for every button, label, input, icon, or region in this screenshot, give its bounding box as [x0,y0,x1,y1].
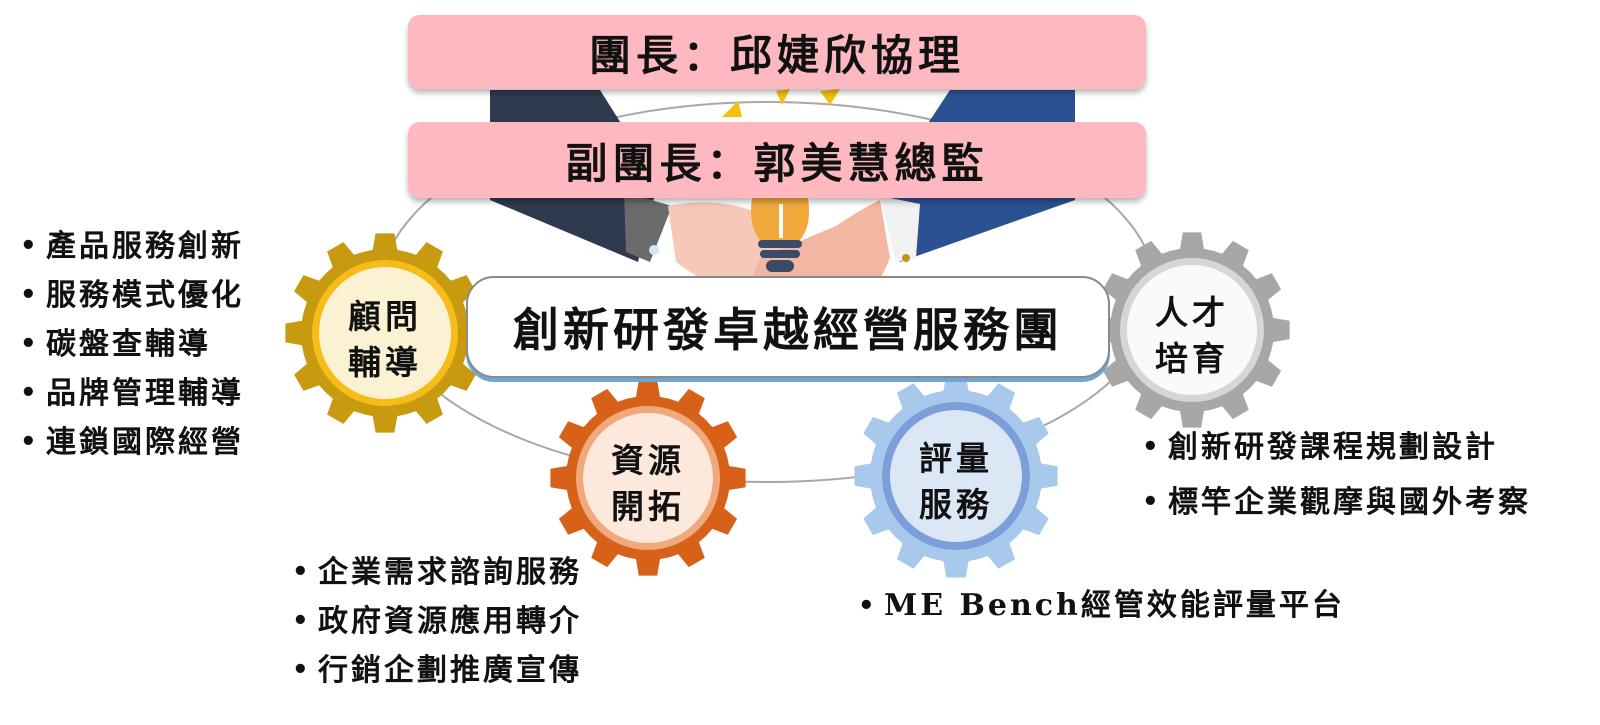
lightbulb-icon [751,198,809,272]
gear-evaluation-line2: 服務 [919,485,993,524]
gear-talent-face [1127,265,1257,395]
list-item: 碳盤查輔導 [20,320,244,369]
resource-service-list: 企業需求諮詢服務 政府資源應用轉介 行銷企劃推廣宣傳 [292,548,582,695]
gear-resource-label: 資源 開拓 [578,434,718,534]
gear-consult-icon [285,233,485,433]
list-item: ME Bench經管效能評量平台 [858,584,1345,628]
evaluation-service-list: ME Bench經管效能評量平台 [858,584,1345,628]
gear-consult-face [319,267,451,399]
list-item: 企業需求諮詢服務 [292,548,582,597]
list-item: 標竿企業觀摩與國外考察 [1142,475,1531,530]
gear-resource-line1: 資源 [611,441,685,480]
deputy-leader-banner: 副團長：郭美慧總監 [408,122,1146,198]
talent-service-list: 創新研發課程規劃設計 標竿企業觀摩與國外考察 [1142,420,1531,530]
consult-service-list: 產品服務創新 服務模式優化 碳盤查輔導 品牌管理輔導 連鎖國際經營 [20,222,244,467]
leader-banner: 團長：邱婕欣協理 [408,15,1146,89]
list-item: 連鎖國際經營 [20,418,244,467]
team-title: 創新研發卓越經營服務團 [466,276,1110,378]
gear-talent-icon [1094,232,1290,428]
gear-talent-line2: 培育 [1155,339,1229,378]
gear-evaluation-label: 評量 服務 [886,432,1026,532]
list-item: 行銷企劃推廣宣傳 [292,646,582,695]
gear-consult-label: 顧問 輔導 [315,290,455,390]
gear-resource-line2: 開拓 [611,487,685,526]
gear-evaluation-face [890,410,1022,542]
list-item: 產品服務創新 [20,222,244,271]
spark-icons [722,89,840,117]
gear-evaluation-icon [854,374,1058,578]
gear-talent-line1: 人才 [1155,293,1229,332]
list-item: 服務模式優化 [20,271,244,320]
list-item: 品牌管理輔導 [20,369,244,418]
list-item: 政府資源應用轉介 [292,597,582,646]
list-item: 創新研發課程規劃設計 [1142,420,1531,475]
gear-resource-icon [550,380,746,576]
gear-consult-line2: 輔導 [348,343,422,382]
gear-evaluation-line1: 評量 [919,439,993,478]
gear-talent-label: 人才 培育 [1122,286,1262,386]
gear-resource-face [583,413,713,543]
gear-consult-line1: 顧問 [348,297,422,336]
